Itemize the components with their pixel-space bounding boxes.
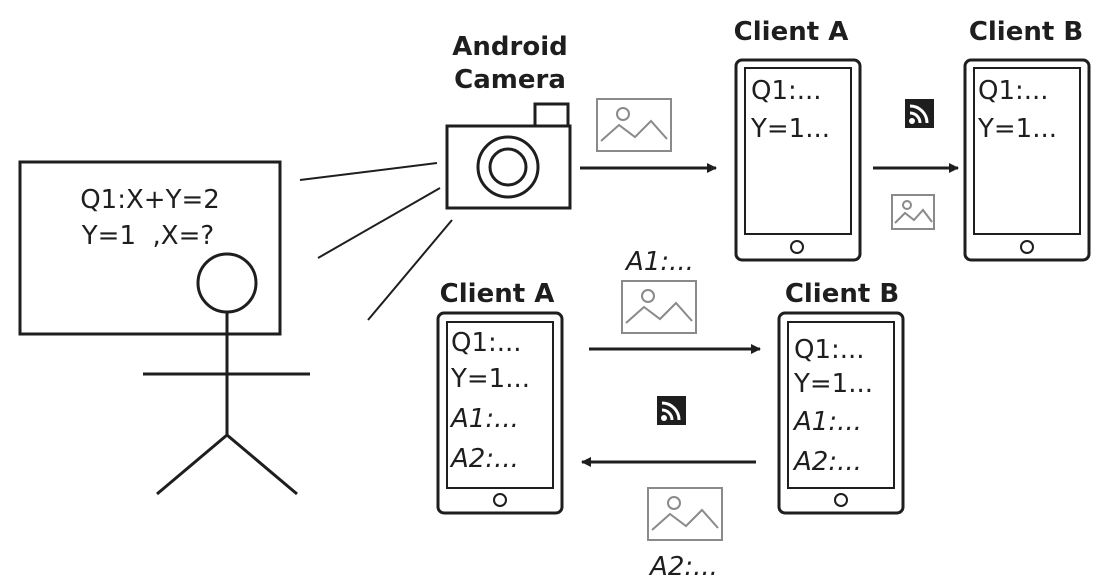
wireless-signal-icon	[657, 396, 686, 425]
bottom-client-b-line-1: Q1:...	[794, 335, 865, 365]
camera-label-line-2: Camera	[454, 65, 566, 95]
image-icon	[621, 280, 697, 334]
whiteboard: Q1:X+Y=2 Y=1 ,X=?	[18, 160, 282, 336]
bottom-client-b-phone: Q1:... Y=1... A1:... A2:...	[777, 311, 905, 515]
top-client-a-phone: Q1:... Y=1...	[734, 58, 862, 262]
top-client-b-phone: Q1:... Y=1...	[963, 58, 1091, 262]
bottom-client-a-phone: Q1:... Y=1... A1:... A2:...	[436, 311, 564, 515]
whiteboard-line-2: Y=1 ,X=?	[81, 221, 214, 251]
camera-view-lines	[299, 162, 453, 321]
stick-figure-icon	[143, 252, 310, 496]
whiteboard-line-1: Q1:X+Y=2	[80, 185, 220, 215]
top-client-b-line-1: Q1:...	[978, 76, 1049, 106]
top-client-b-line-2: Y=1...	[977, 114, 1057, 144]
top-client-b-title: Client B	[969, 17, 1083, 47]
image-icon	[891, 194, 935, 230]
bottom-client-a-line-1: Q1:...	[451, 328, 522, 358]
bottom-client-b-line-3: A1:...	[792, 407, 862, 437]
bottom-client-a-line-4: A2:...	[449, 444, 519, 474]
bottom-client-a-line-3: A1:...	[449, 404, 519, 434]
top-client-a-title: Client A	[734, 17, 849, 47]
camera-label-line-1: Android	[452, 32, 567, 62]
top-client-a-line-1: Q1:...	[751, 76, 822, 106]
camera-icon	[445, 102, 572, 210]
wireless-signal-icon	[905, 99, 934, 128]
bottom-client-a-line-2: Y=1...	[450, 364, 530, 394]
bottom-client-b-line-2: Y=1...	[793, 369, 873, 399]
bottom-client-b-line-4: A2:...	[792, 447, 862, 477]
image-icon	[647, 487, 723, 541]
image-icon	[596, 98, 672, 152]
answer-a1-label: A1:...	[624, 247, 694, 277]
answer-a2-label: A2:...	[648, 552, 718, 582]
bottom-client-b-title: Client B	[785, 279, 899, 309]
bottom-client-a-title: Client A	[440, 279, 555, 309]
top-client-a-line-2: Y=1...	[750, 114, 830, 144]
